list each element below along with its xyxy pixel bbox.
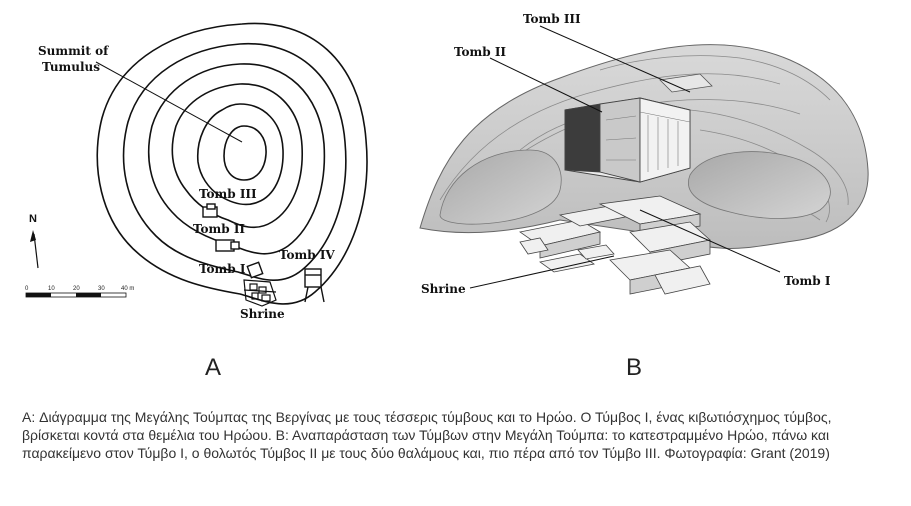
label-tomb-ii: Tomb II [193,222,245,236]
north-arrow: N [29,213,39,269]
contour-line [122,42,347,282]
figure: Summit of Tumulus Tomb III Tomb II Tomb … [25,12,869,321]
panel-b-illustration [419,25,869,295]
scale-bar: 0 10 20 30 40 m [25,286,134,298]
label-summit: Summit of [38,44,109,58]
label-b-tomb-iii: Tomb III [523,12,581,26]
figure-caption: A: Διάγραμμα της Μεγάλης Τούμπας της Βερ… [22,409,832,461]
scale-tick: 40 m [121,286,134,292]
shrine-foundations [243,279,277,307]
panel-a-tombs [202,203,325,303]
tomb-ii-structure [564,97,691,183]
contour-line [196,103,284,206]
scale-tick: 0 [25,286,29,292]
tomb-iii-structure [659,73,713,93]
scale-tick: 10 [48,286,55,292]
label-tomb-iv: Tomb IV [279,248,335,262]
excavation-pit [688,151,831,219]
north-label: N [29,213,37,225]
label-b-shrine: Shrine [421,282,466,296]
label-b-tomb-ii: Tomb II [454,45,506,59]
excavation-pit [439,149,562,225]
summit-leader-line [95,61,243,143]
contour-line [171,83,303,229]
scale-tick: 20 [73,286,80,292]
contour-line [223,125,267,181]
label-tomb-i: Tomb I [199,262,246,276]
label-tumulus: Tumulus [42,60,100,74]
label-tomb-iii: Tomb III [199,187,257,201]
tomb-i-marker [246,261,264,279]
panel-b-leaders [469,25,781,289]
panel-letter-a: A [205,354,222,381]
panel-letter-b: B [626,354,643,381]
tomb-iv-marker [304,268,322,288]
scale-tick: 30 [98,286,105,292]
contour-line [96,22,368,305]
label-shrine-a: Shrine [240,307,285,321]
shrine-and-tomb-i-blocks [519,195,711,295]
label-b-tomb-i: Tomb I [784,274,831,288]
